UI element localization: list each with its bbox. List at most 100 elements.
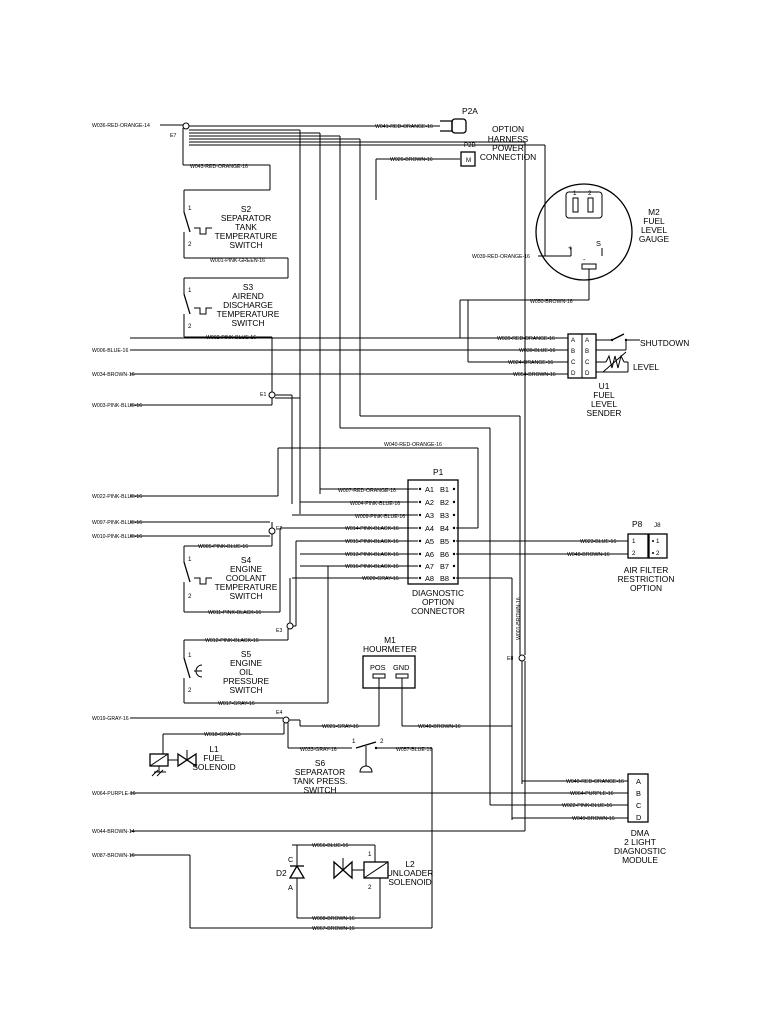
svg-text:TEMPERATURE: TEMPERATURE [215, 231, 278, 241]
svg-text:SOLENOID: SOLENOID [192, 762, 235, 772]
svg-text:1: 1 [188, 652, 192, 659]
wire-label: W020-GRAY-16 [362, 576, 399, 582]
svg-text:TANK PRESS.: TANK PRESS. [293, 776, 348, 786]
svg-text:1: 1 [188, 287, 192, 294]
svg-text:E8: E8 [507, 656, 513, 662]
connector-p2b: W026-BROWN-16 M P2B [375, 142, 476, 200]
svg-text:TEMPERATURE: TEMPERATURE [215, 582, 278, 592]
svg-text:TANK: TANK [235, 222, 257, 232]
svg-text:A: A [636, 777, 641, 786]
wire-label: W004-PINK-BLUE-16 [350, 501, 400, 507]
option-harness-caption: OPTION HARNESS POWER CONNECTION [480, 124, 536, 162]
svg-text:SWITCH: SWITCH [229, 685, 262, 695]
svg-text:A6: A6 [425, 550, 434, 559]
svg-text:2: 2 [588, 190, 592, 197]
svg-text:S: S [596, 239, 601, 248]
wire-label: W048-BROWN-16 [418, 724, 461, 730]
wire-label: W039-RED-ORANGE-16 [472, 254, 530, 260]
wire-label: W041-RED-ORANGE-16 [375, 124, 433, 130]
wire-label: W001-BROWN-16 [516, 597, 522, 640]
wire-label: W021-GRAY-16 [322, 724, 359, 730]
wire-label: W036-RED-ORANGE-14 [92, 123, 150, 129]
svg-text:2: 2 [632, 550, 636, 557]
svg-text:LEVEL: LEVEL [633, 362, 659, 372]
diagnostic-connector-p1: P1 A1 A2 A3 A4 A5 A6 A7 A8 B1 B2 B3 B4 B… [407, 467, 465, 616]
svg-text:B3: B3 [440, 511, 449, 520]
svg-text:C: C [571, 359, 576, 366]
svg-text:M2: M2 [648, 207, 660, 217]
wire-label: W019-GRAY-16 [92, 716, 129, 722]
svg-text:2: 2 [188, 593, 192, 600]
wire-label: W003-PINK-BLUE-16 [92, 403, 142, 409]
wire-label: W043-RED-ORANGE-16 [190, 164, 248, 170]
svg-text:D2: D2 [276, 868, 287, 878]
switch-s2: 1 2 W001-PINK-GREEN-16 S2 SEPARATOR TANK… [183, 165, 289, 279]
wire-label: W008-BROWN-16 [312, 916, 355, 922]
wire-label: W016-PINK-BLACK-16 [345, 564, 399, 570]
diagnostic-module-dma: A B C D DMA 2 LIGHT DIAGNOSTIC MODULE [614, 773, 666, 865]
svg-text:A1: A1 [425, 485, 434, 494]
wire-label: W087-BROWN-16 [92, 853, 135, 859]
svg-text:S5: S5 [241, 649, 252, 659]
connector-p2a: W041-RED-ORANGE-16 P2A [375, 106, 478, 134]
svg-text:B2: B2 [440, 498, 449, 507]
svg-text:E4: E4 [276, 710, 282, 716]
svg-text:C: C [585, 359, 590, 366]
wire-label: W064-PURPLE-16 [570, 791, 614, 797]
svg-text:P1: P1 [433, 467, 444, 477]
svg-text:P8: P8 [632, 519, 643, 529]
svg-text:DIAGNOSTIC: DIAGNOSTIC [614, 846, 666, 856]
fuel-solenoid-l1: L1 FUEL SOLENOID [149, 734, 236, 777]
svg-text:E1: E1 [260, 392, 266, 398]
svg-text:SOLENOID: SOLENOID [388, 877, 431, 887]
wire-label: W015-PINK-BLACK-16 [345, 539, 399, 545]
svg-text:+: + [568, 243, 572, 252]
svg-text:U1: U1 [599, 381, 610, 391]
svg-text:CONNECTOR: CONNECTOR [411, 606, 465, 616]
svg-text:DMA: DMA [631, 828, 650, 838]
svg-text:D: D [585, 370, 590, 377]
wire-label: W023-BLUE-16 [580, 539, 616, 545]
p2b-pin: M [466, 157, 471, 164]
svg-text:1: 1 [352, 738, 356, 745]
svg-text:A5: A5 [425, 537, 434, 546]
splice-e7 [182, 122, 190, 130]
svg-text:FUEL: FUEL [643, 216, 665, 226]
svg-text:OPTION: OPTION [492, 124, 524, 134]
svg-text:GAUGE: GAUGE [639, 234, 670, 244]
svg-text:MODULE: MODULE [622, 855, 658, 865]
svg-text:SWITCH: SWITCH [231, 318, 264, 328]
splice-e8: E8 W001-BROWN-16 [507, 597, 526, 784]
switch-s5: 1 2 W017-GRAY-16 S5 ENGINE OIL PRESSURE … [183, 640, 328, 707]
fuel-level-sender-u1: A B C D A B C D SHUTDOWN LEVEL U1 FUEL L… [567, 333, 689, 418]
wire-label: W039-RED-ORANGE-16 [497, 336, 555, 342]
svg-text:AIREND: AIREND [232, 291, 264, 301]
svg-text:S2: S2 [241, 204, 252, 214]
wire-label: W034-BROWN-16 [92, 372, 135, 378]
svg-text:S4: S4 [241, 555, 252, 565]
wire-label: W049-BROWN-16 [572, 816, 615, 822]
wire-label: W010-PINK-BLUE-16 [92, 534, 142, 540]
splice-e3: E3 W012-PINK-BLACK-16 [184, 528, 297, 644]
svg-text:UNLOADER: UNLOADER [387, 868, 434, 878]
wire-label: W050-BROWN-16 [530, 299, 573, 305]
svg-text:TEMPERATURE: TEMPERATURE [217, 309, 280, 319]
svg-text:2 LIGHT: 2 LIGHT [624, 837, 656, 847]
wire-label: W026-BROWN-16 [390, 157, 433, 163]
svg-text:B: B [571, 348, 575, 355]
svg-text:LEVEL: LEVEL [591, 399, 617, 409]
svg-text:J8: J8 [654, 522, 661, 529]
wire-label: W097-PINK-BLUE-16 [92, 520, 142, 526]
wire-label: W009-PINK-BLUE-16 [355, 514, 405, 520]
wire-label: W001-PINK-GREEN-16 [210, 258, 265, 264]
svg-text:1: 1 [368, 851, 372, 858]
svg-text:COOLANT: COOLANT [226, 573, 267, 583]
svg-text:E3: E3 [276, 628, 282, 634]
svg-text:HARNESS: HARNESS [488, 134, 529, 144]
svg-text:2: 2 [380, 738, 384, 745]
svg-text:ENGINE: ENGINE [230, 564, 263, 574]
wire-label: W011-PINK-BLACK-16 [208, 610, 261, 616]
wire-label: W006-BLUE-16 [92, 348, 128, 354]
svg-text:A3: A3 [425, 511, 434, 520]
wire-label: W022-PINK-BLUE-16 [92, 494, 142, 500]
